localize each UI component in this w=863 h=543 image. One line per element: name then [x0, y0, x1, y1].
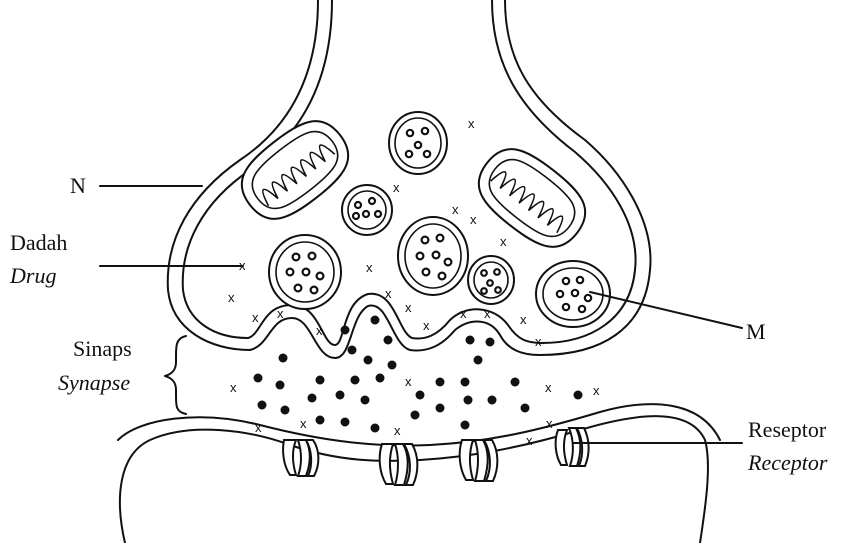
drug-mark: x: [366, 260, 373, 275]
neurotransmitter-molecule: [341, 418, 350, 427]
neurotransmitter-molecule: [376, 374, 385, 383]
drug-mark: x: [230, 380, 237, 395]
neurotransmitter-molecule: [574, 391, 583, 400]
drug-mark: x: [228, 290, 235, 305]
neurotransmitter-molecule: [341, 326, 350, 335]
neurotransmitter-molecule: [361, 396, 370, 405]
drug-mark: x: [545, 380, 552, 395]
drug-mark: x: [252, 310, 259, 325]
neurotransmitter-molecule: [488, 396, 497, 405]
drug-mark: x: [277, 306, 284, 321]
neurotransmitter-molecule: [364, 356, 373, 365]
receptor-2: [380, 444, 418, 485]
neurotransmitter-molecule: [281, 406, 290, 415]
drug-mark: x: [385, 286, 392, 301]
neurotransmitter-molecule: [464, 396, 473, 405]
neurotransmitter-molecule: [436, 378, 445, 387]
leader-line-m: [590, 292, 742, 328]
label-drug: Drug: [9, 263, 56, 288]
label-reseptor: Reseptor: [748, 417, 827, 442]
drug-mark: x: [405, 374, 412, 389]
neurotransmitter-molecule: [411, 411, 420, 420]
neurotransmitter-molecule: [486, 338, 495, 347]
neurotransmitter-molecule: [416, 391, 425, 400]
drug-mark: x: [423, 318, 430, 333]
neurotransmitter-molecule: [351, 376, 360, 385]
drug-mark: x: [394, 423, 401, 438]
label-m: M: [746, 319, 766, 344]
neurotransmitter-molecule: [316, 376, 325, 385]
vesicle-1: [389, 112, 447, 174]
receptor-1: [283, 440, 318, 476]
drug-mark: x: [520, 312, 527, 327]
neurotransmitter-molecule: [371, 316, 380, 325]
drug-mark: x: [526, 433, 533, 448]
drug-mark: x: [484, 306, 491, 321]
drug-mark: x: [500, 234, 507, 249]
receptor-4: [556, 428, 589, 466]
drug-mark: x: [593, 383, 600, 398]
drug-mark: x: [452, 202, 459, 217]
neurotransmitter-molecule: [276, 381, 285, 390]
neurotransmitter-molecule: [521, 404, 530, 413]
drug-mark: x: [393, 180, 400, 195]
neurotransmitter-molecule: [371, 424, 380, 433]
drug-mark: x: [300, 416, 307, 431]
neurotransmitter-molecule: [254, 374, 263, 383]
label-n: N: [70, 173, 86, 198]
neurotransmitter-molecule: [384, 336, 393, 345]
vesicle-4: [269, 235, 341, 309]
neurotransmitter-molecule: [436, 404, 445, 413]
drug-mark: x: [460, 306, 467, 321]
neurotransmitter-molecule: [511, 378, 520, 387]
neurotransmitter-molecule: [348, 346, 357, 355]
vesicle-3: [398, 217, 468, 295]
postsynaptic-membrane: [118, 404, 720, 543]
neurotransmitter-molecule: [474, 356, 483, 365]
vesicle-5: [468, 256, 514, 304]
drug-mark: x: [316, 323, 323, 338]
neurotransmitter-molecule: [316, 416, 325, 425]
neurotransmitter-molecule: [308, 394, 317, 403]
neurotransmitter-molecules: [254, 316, 583, 433]
drug-mark: x: [470, 212, 477, 227]
neurotransmitter-molecule: [461, 378, 470, 387]
label-sinaps: Sinaps: [73, 336, 132, 361]
drug-mark: x: [546, 416, 553, 431]
neurotransmitter-molecule: [461, 421, 470, 430]
neurotransmitter-molecule: [279, 354, 288, 363]
drug-mark: x: [405, 300, 412, 315]
vesicle-2: [342, 185, 392, 235]
drug-mark: x: [468, 116, 475, 131]
drug-mark: x: [255, 420, 262, 435]
label-dadah: Dadah: [10, 230, 67, 255]
label-receptor: Receptor: [747, 450, 828, 475]
synapse-brace: [165, 336, 186, 414]
neurotransmitter-molecule: [258, 401, 267, 410]
neurotransmitter-molecule: [388, 361, 397, 370]
label-synapse: Synapse: [58, 370, 130, 395]
neurotransmitter-molecule: [466, 336, 475, 345]
neurotransmitter-molecule: [336, 391, 345, 400]
receptor-3: [460, 440, 498, 481]
drug-mark: x: [535, 334, 542, 349]
